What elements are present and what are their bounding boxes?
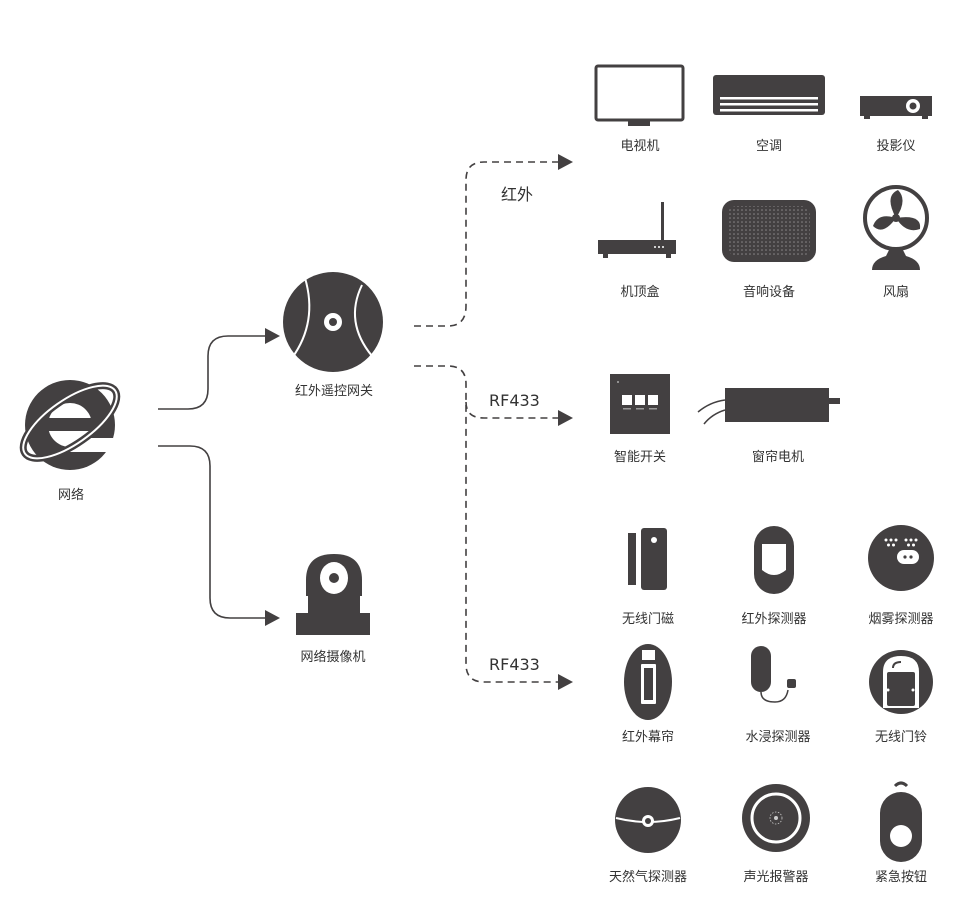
ir-detector-icon xyxy=(754,526,794,594)
door-sensor-label: 无线门磁 xyxy=(621,612,675,627)
network-label: 网络 xyxy=(57,488,85,503)
settop-icon xyxy=(598,202,676,258)
tv-label: 电视机 xyxy=(620,139,660,154)
sos-button-label: 紧急按钮 xyxy=(874,870,928,885)
door-sensor-icon xyxy=(628,528,667,590)
doorbell-label: 无线门铃 xyxy=(874,730,928,745)
protocol-rf-switch-label: RF433 xyxy=(489,391,540,410)
water-detector-icon xyxy=(751,646,796,703)
smart-switch-icon xyxy=(610,374,670,434)
alarm-label: 声光报警器 xyxy=(743,870,809,885)
arrow-camera xyxy=(265,610,280,626)
projector-icon xyxy=(860,96,932,119)
ac-icon xyxy=(713,75,825,115)
gas-detector-label: 天然气探测器 xyxy=(608,870,688,885)
fan-icon xyxy=(863,185,929,270)
arrow-rf-sensor xyxy=(558,674,573,690)
connectors xyxy=(158,161,560,683)
audio-icon xyxy=(722,200,816,262)
rf-switch-line xyxy=(465,401,560,419)
protocol-rf-sensor-label: RF433 xyxy=(489,655,540,674)
smoke-detector-icon xyxy=(868,525,934,591)
gas-detector-icon xyxy=(615,787,681,853)
arrow-gateway xyxy=(265,328,280,344)
tv-icon xyxy=(594,64,685,126)
gateway-branch-line xyxy=(414,365,560,683)
network-icon xyxy=(19,380,121,470)
projector-label: 投影仪 xyxy=(876,139,916,154)
arrow-rf-switch xyxy=(558,410,573,426)
smoke-detector-label: 烟雾探测器 xyxy=(868,612,934,627)
sos-button-icon xyxy=(880,781,922,862)
gateway-to-ir-line xyxy=(414,161,560,327)
fan-label: 风扇 xyxy=(882,285,910,300)
curtain-motor-label: 窗帘电机 xyxy=(751,450,805,465)
ir-gateway-label: 红外遥控网关 xyxy=(294,384,374,399)
arrow-ir xyxy=(558,154,573,170)
ir-gateway-icon xyxy=(283,272,383,372)
protocol-ir-label: 红外 xyxy=(501,185,534,204)
camera-label: 网络摄像机 xyxy=(300,650,366,665)
camera-icon xyxy=(296,554,370,635)
network-to-gateway-line xyxy=(158,335,265,410)
ac-label: 空调 xyxy=(755,139,783,154)
ir-curtain-label: 红外幕帘 xyxy=(621,730,675,745)
network-to-camera-line xyxy=(158,445,265,619)
curtain-motor-icon xyxy=(697,388,840,425)
alarm-icon xyxy=(742,784,810,852)
smart-switch-label: 智能开关 xyxy=(613,450,667,465)
arrowheads xyxy=(265,154,573,690)
ir-curtain-icon xyxy=(624,644,672,720)
settop-label: 机顶盒 xyxy=(620,285,660,300)
ir-detector-label: 红外探测器 xyxy=(741,612,807,627)
doorbell-icon xyxy=(869,650,933,714)
water-detector-label: 水浸探测器 xyxy=(745,730,811,745)
audio-label: 音响设备 xyxy=(742,285,796,300)
